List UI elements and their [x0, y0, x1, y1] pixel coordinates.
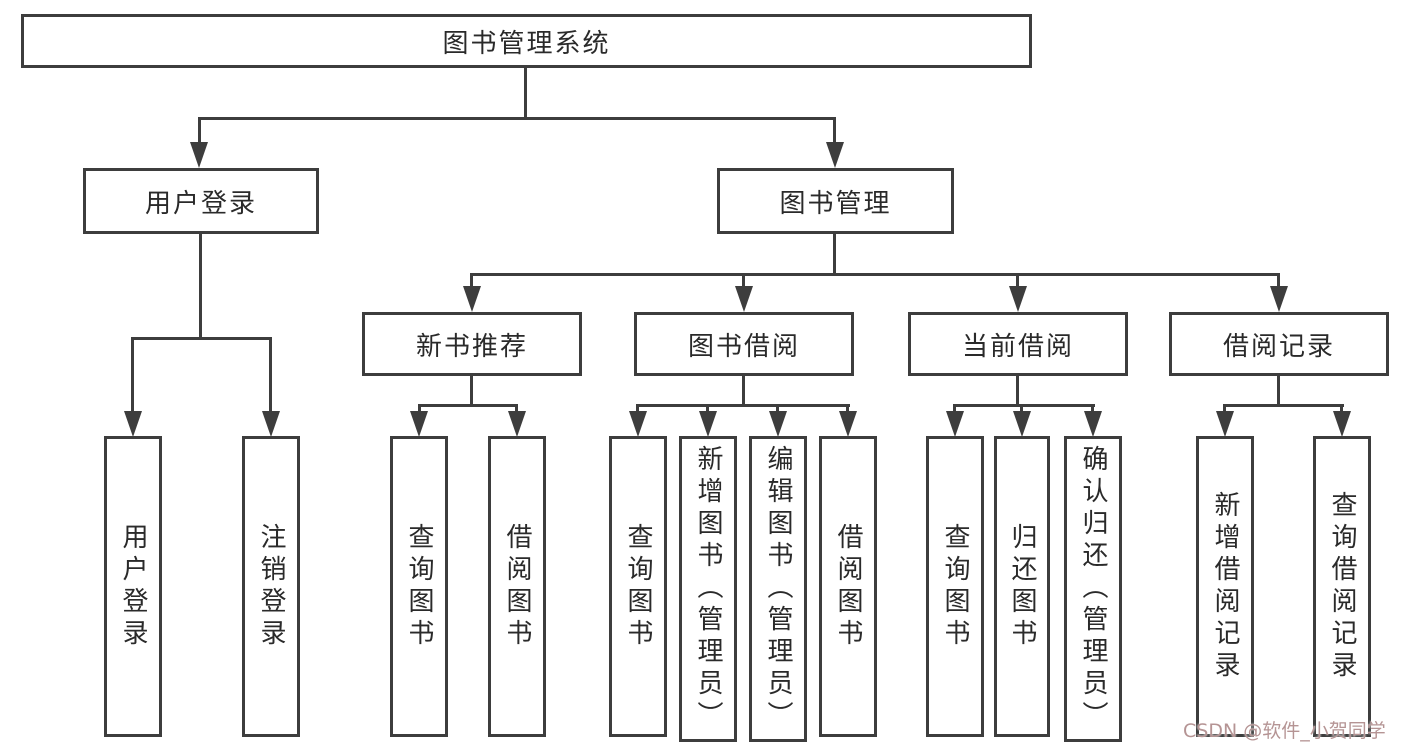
- arrow-down-icon: [735, 286, 753, 312]
- leaf-add-book-admin: 新增图书（管理员）: [679, 436, 737, 742]
- leaf-query-book-1-label: 查询图书: [404, 522, 434, 651]
- arrow-down-icon: [1216, 411, 1234, 437]
- connector-bar: [1223, 404, 1344, 407]
- leaf-borrow-book-1-label: 借阅图书: [502, 522, 532, 651]
- leaf-borrow-book-2: 借阅图书: [819, 436, 877, 737]
- connector-root-stem: [524, 68, 527, 118]
- arrow-down-icon: [839, 411, 857, 437]
- connector-drop: [953, 404, 956, 414]
- connector-drop: [418, 404, 421, 414]
- leaf-user-login-label: 用户登录: [118, 522, 148, 651]
- connector-root-bar: [198, 117, 836, 120]
- node-current-borrow-label: 当前借阅: [961, 331, 1074, 362]
- node-root-label: 图书管理系统: [442, 28, 611, 59]
- leaf-query-borrow-record: 查询借阅记录: [1313, 436, 1371, 737]
- connector-book-mgmt-bar: [470, 273, 1280, 276]
- node-borrow-records-label: 借阅记录: [1222, 331, 1335, 362]
- connector-drop: [1016, 273, 1019, 288]
- arrow-down-icon: [946, 411, 964, 437]
- leaf-confirm-return-admin: 确认归还（管理员）: [1064, 436, 1122, 742]
- node-user-login-label: 用户登录: [144, 188, 257, 219]
- connector-drop: [269, 337, 272, 413]
- leaf-add-book-admin-label: 新增图书（管理员）: [693, 445, 723, 733]
- leaf-query-book-2: 查询图书: [609, 436, 667, 737]
- node-book-borrow-label: 图书借阅: [687, 331, 800, 362]
- connector-drop: [1020, 404, 1023, 414]
- node-book-management-label: 图书管理: [779, 188, 892, 219]
- connector-user-login-bar: [131, 337, 272, 340]
- node-root: 图书管理系统: [21, 14, 1032, 68]
- leaf-query-book-1: 查询图书: [390, 436, 448, 737]
- leaf-return-book-label: 归还图书: [1007, 522, 1037, 651]
- connector-drop: [776, 404, 779, 414]
- leaf-edit-book-admin: 编辑图书（管理员）: [749, 436, 807, 742]
- node-new-book-recommend-label: 新书推荐: [415, 331, 528, 362]
- node-user-login: 用户登录: [83, 168, 319, 234]
- arrow-down-icon: [262, 411, 280, 437]
- connector-drop: [515, 404, 518, 414]
- arrow-down-icon: [699, 411, 717, 437]
- leaf-return-book: 归还图书: [994, 436, 1050, 737]
- connector-drop: [131, 337, 134, 413]
- arrow-down-icon: [463, 286, 481, 312]
- connector-drop: [1223, 404, 1226, 414]
- watermark: CSDN @软件_小贺同学: [1183, 720, 1386, 742]
- connector-book-mgmt-stem: [833, 234, 836, 276]
- node-current-borrow: 当前借阅: [908, 312, 1128, 376]
- leaf-borrow-book-2-label: 借阅图书: [833, 522, 863, 651]
- connector-user-login-stem: [199, 234, 202, 340]
- connector-drop: [706, 404, 709, 414]
- leaf-borrow-book-1: 借阅图书: [488, 436, 546, 737]
- arrow-down-icon: [826, 142, 844, 168]
- connector-stem: [1277, 376, 1280, 407]
- arrow-down-icon: [1009, 286, 1027, 312]
- leaf-logout: 注销登录: [242, 436, 300, 737]
- connector-stem: [742, 376, 745, 407]
- leaf-query-book-3-label: 查询图书: [940, 522, 970, 651]
- leaf-add-borrow-record: 新增借阅记录: [1196, 436, 1254, 737]
- connector-bar: [636, 404, 850, 407]
- connector-drop: [636, 404, 639, 414]
- arrow-down-icon: [508, 411, 526, 437]
- node-new-book-recommend: 新书推荐: [362, 312, 582, 376]
- node-borrow-records: 借阅记录: [1169, 312, 1389, 376]
- connector-bar: [953, 404, 1095, 407]
- connector-drop: [1091, 404, 1094, 414]
- leaf-query-book-2-label: 查询图书: [623, 522, 653, 651]
- arrow-down-icon: [124, 411, 142, 437]
- connector-drop: [846, 404, 849, 414]
- leaf-query-borrow-record-label: 查询借阅记录: [1327, 490, 1357, 683]
- connector-stem: [470, 376, 473, 407]
- connector-bar: [418, 404, 518, 407]
- leaf-confirm-return-admin-label: 确认归还（管理员）: [1078, 445, 1108, 733]
- connector-drop: [742, 273, 745, 288]
- connector-drop: [1340, 404, 1343, 414]
- connector-drop: [1277, 273, 1280, 288]
- leaf-user-login: 用户登录: [104, 436, 162, 737]
- arrow-down-icon: [769, 411, 787, 437]
- connector-stem: [1016, 376, 1019, 407]
- arrow-down-icon: [1013, 411, 1031, 437]
- node-book-management: 图书管理: [717, 168, 954, 234]
- arrow-down-icon: [1333, 411, 1351, 437]
- arrow-down-icon: [410, 411, 428, 437]
- arrow-down-icon: [1270, 286, 1288, 312]
- connector-drop: [833, 117, 836, 146]
- arrow-down-icon: [190, 142, 208, 168]
- arrow-down-icon: [1084, 411, 1102, 437]
- node-book-borrow: 图书借阅: [634, 312, 854, 376]
- connector-drop: [470, 273, 473, 288]
- leaf-add-borrow-record-label: 新增借阅记录: [1210, 490, 1240, 683]
- arrow-down-icon: [629, 411, 647, 437]
- leaf-logout-label: 注销登录: [256, 522, 286, 651]
- leaf-query-book-3: 查询图书: [926, 436, 984, 737]
- leaf-edit-book-admin-label: 编辑图书（管理员）: [763, 445, 793, 733]
- connector-drop: [198, 117, 201, 146]
